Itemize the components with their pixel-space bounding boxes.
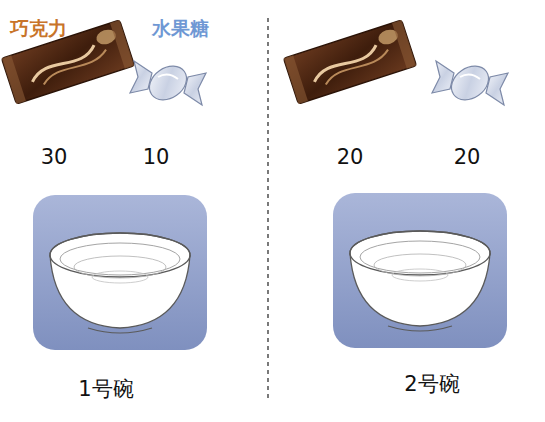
category-label: 巧克力 (10, 18, 67, 39)
count-number: 30 (41, 146, 68, 169)
count-number: 20 (337, 146, 364, 169)
count-number: 20 (454, 146, 481, 169)
count-number: 10 (143, 146, 170, 169)
bowl-label: 1号碗 (78, 378, 133, 401)
bowl-label: 2号碗 (404, 373, 459, 396)
category-label: 水果糖 (152, 18, 209, 39)
